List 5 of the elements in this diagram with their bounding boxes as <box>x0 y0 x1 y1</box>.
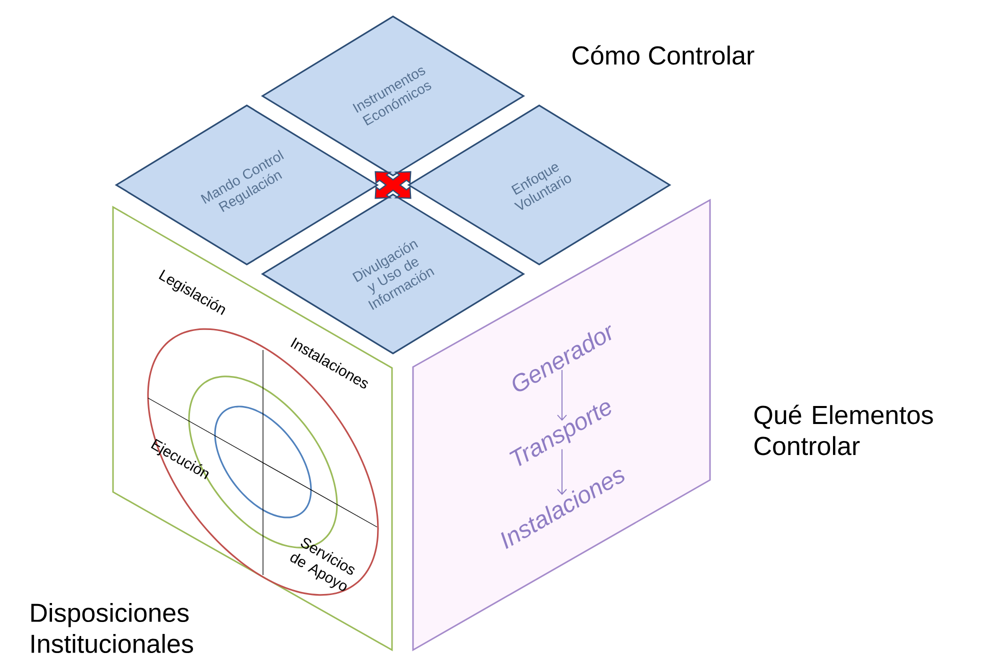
face-title: Disposiciones Institucionales <box>31 602 193 654</box>
face-title: Cómo Controlar <box>572 45 754 65</box>
arrow <box>557 448 567 496</box>
arrow <box>557 369 567 421</box>
face-title: Qué Elementos Controlar <box>754 404 933 456</box>
